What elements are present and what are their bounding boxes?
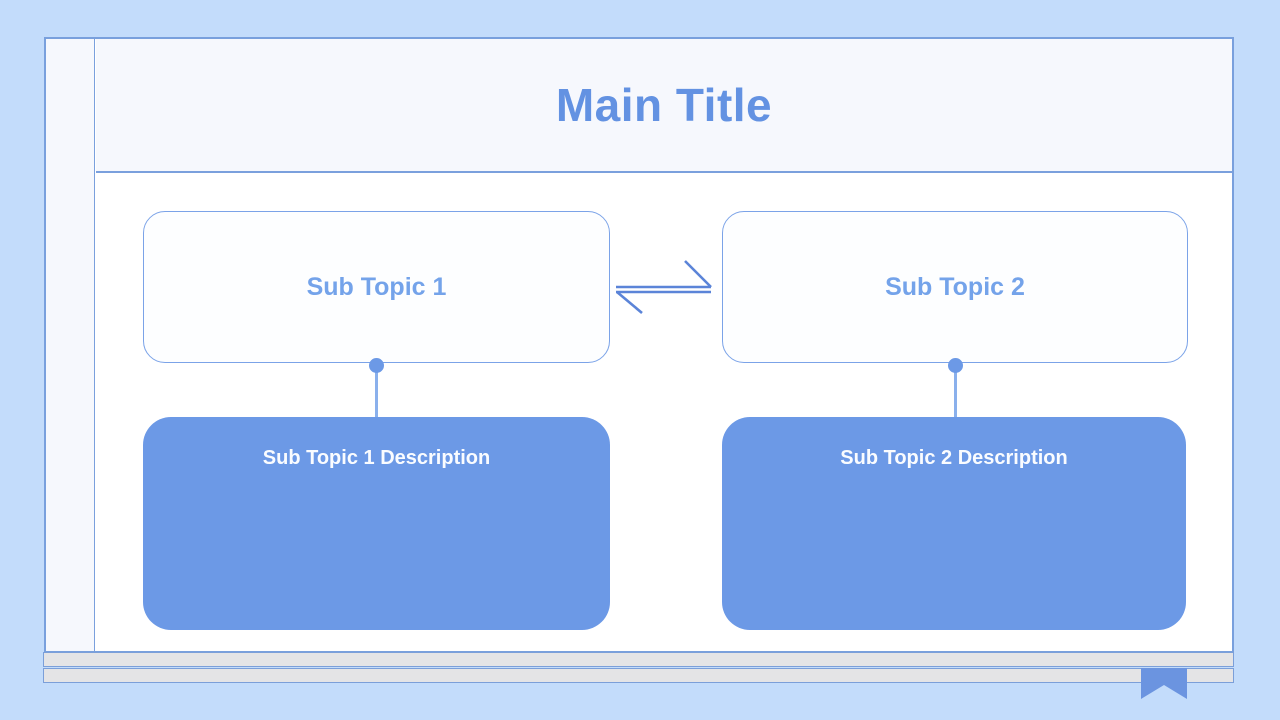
sub-topic-1-box[interactable]: Sub Topic 1 [143,211,610,363]
sub-topic-2-label: Sub Topic 2 [885,272,1025,301]
connector-line [954,365,957,417]
connector-dot [369,358,384,373]
connector-dot [948,358,963,373]
title-bar: Main Title [96,39,1232,173]
sub-topic-1-description-box[interactable]: Sub Topic 1 Description [143,417,610,630]
sub-topic-1-label: Sub Topic 1 [306,272,447,301]
sub-topic-2-box[interactable]: Sub Topic 2 [722,211,1188,363]
connector-line [375,365,378,417]
bookmark-icon [1141,668,1187,699]
page-stack-strip [43,652,1234,667]
page-stack-strip [43,668,1234,683]
sub-topic-2-description-label: Sub Topic 2 Description [840,447,1068,469]
exchange-arrow-icon [616,260,712,314]
page-title: Main Title [555,79,773,131]
sub-topic-2-description-box[interactable]: Sub Topic 2 Description [722,417,1186,630]
binder-spine [46,39,95,651]
sub-topic-1-description-label: Sub Topic 1 Description [262,447,491,469]
